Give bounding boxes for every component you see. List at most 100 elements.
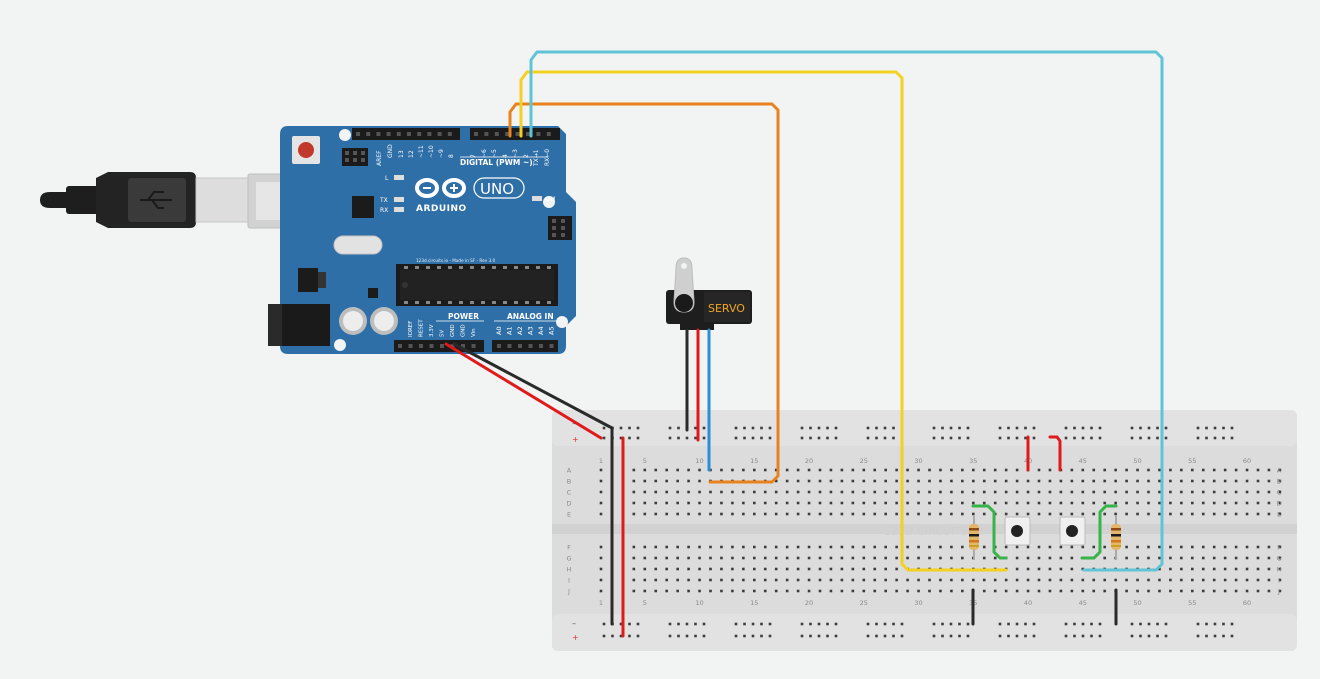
breadboard-hole [1223, 512, 1227, 516]
power-pin-label: Vin [471, 328, 477, 337]
chip-pin [426, 266, 430, 269]
servo-label-bg [704, 292, 750, 322]
rail-hole [949, 436, 953, 440]
column-number: 25 [860, 457, 868, 465]
breadboard-hole [632, 468, 636, 472]
resistor-right [1111, 516, 1121, 560]
rail-hole [602, 622, 606, 626]
breadboard-hole [796, 468, 800, 472]
breadboard-hole [961, 578, 964, 582]
breadboard-hole [982, 578, 986, 582]
breadboard-hole [1147, 545, 1150, 549]
breadboard-hole [851, 490, 855, 494]
small-chip [368, 288, 378, 298]
breadboard-hole [1158, 578, 1161, 582]
breadboard-hole [676, 567, 679, 571]
breadboard-hole [884, 490, 887, 494]
breadboard-hole [763, 501, 767, 505]
breadboard-hole [1070, 501, 1074, 505]
breadboard-hole [1037, 468, 1041, 472]
rail-hole [694, 426, 697, 430]
column-number: 10 [695, 599, 703, 607]
reset-button-cap[interactable] [298, 142, 314, 158]
breadboard-hole [1015, 468, 1019, 472]
breadboard-hole [796, 556, 800, 560]
breadboard-hole [1180, 490, 1183, 494]
voltage-regulator [298, 268, 318, 292]
breadboard-hole [829, 501, 833, 505]
column-number: 45 [1079, 599, 1087, 607]
rail-hole [817, 634, 821, 638]
breadboard-hole [1223, 468, 1227, 472]
servo-connector [680, 322, 714, 330]
rail-hole [1147, 622, 1151, 626]
rail-hole [760, 426, 763, 430]
breadboard-hole [676, 490, 679, 494]
breadboard-hole [840, 501, 844, 505]
breadboard-hole [720, 589, 723, 593]
breadboard-hole [1180, 567, 1183, 571]
breadboard-hole [895, 479, 898, 483]
column-number: 40 [1024, 599, 1032, 607]
breadboard-hole [774, 545, 778, 549]
breadboard-hole [873, 589, 877, 593]
breadboard-hole [1092, 479, 1096, 483]
breadboard-hole [950, 479, 953, 483]
breadboard-hole [665, 589, 668, 593]
breadboard-hole [961, 589, 964, 593]
breadboard-hole [1092, 512, 1096, 516]
breadboard-hole [807, 490, 811, 494]
breadboard-hole [840, 490, 844, 494]
breadboard-hole [1070, 545, 1074, 549]
pushbutton-right[interactable] [1059, 516, 1086, 546]
header-pin [366, 132, 371, 136]
breadboard-hole [1267, 479, 1271, 483]
wires [444, 50, 1164, 638]
breadboard-hole [1070, 578, 1074, 582]
wire-red-jumper-2 [1048, 435, 1062, 472]
breadboard-hole [1180, 501, 1183, 505]
breadboard-hole [972, 501, 975, 505]
breadboard-hole [972, 490, 975, 494]
rail-hole [875, 634, 878, 638]
pushbutton-left-cap[interactable] [1011, 525, 1023, 537]
breadboard-hole [917, 589, 920, 593]
rail-hole [826, 634, 829, 638]
breadboard-hole [1256, 501, 1260, 505]
rail-hole [1164, 426, 1168, 430]
breadboard-hole [1070, 567, 1074, 571]
breadboard-hole [785, 567, 789, 571]
breadboard-hole [1136, 501, 1139, 505]
chip-pin [547, 301, 551, 304]
breadboard-hole [1245, 479, 1249, 483]
rail-hole [1073, 622, 1076, 626]
breadboard-hole [829, 468, 833, 472]
breadboard-hole [1267, 578, 1271, 582]
breadboard-hole [1070, 479, 1074, 483]
breadboard-hole [774, 468, 778, 472]
header-pin [518, 344, 522, 348]
breadboard-hole [632, 556, 636, 560]
breadboard-hole [1081, 512, 1085, 516]
pushbutton-left[interactable] [1004, 516, 1031, 546]
breadboard-hole [950, 468, 953, 472]
breadboard-hole [1048, 556, 1052, 560]
breadboard-hole [862, 501, 866, 505]
pushbutton-right-cap[interactable] [1066, 525, 1078, 537]
chip-pin [415, 301, 419, 304]
breadboard-hole [917, 479, 920, 483]
breadboard-hole [884, 501, 887, 505]
breadboard-hole [982, 501, 986, 505]
rail-hole [941, 622, 944, 626]
rail-hole [834, 436, 838, 440]
breadboard-hole [1103, 490, 1106, 494]
breadboard-hole [895, 578, 898, 582]
breadboard-hole [720, 578, 723, 582]
breadboard-hole [993, 589, 997, 593]
breadboard-hole [1234, 556, 1238, 560]
header-pin [536, 132, 541, 136]
rail-hole [751, 436, 755, 440]
breadboard-hole [687, 468, 690, 472]
breadboard-hole [1147, 501, 1150, 505]
